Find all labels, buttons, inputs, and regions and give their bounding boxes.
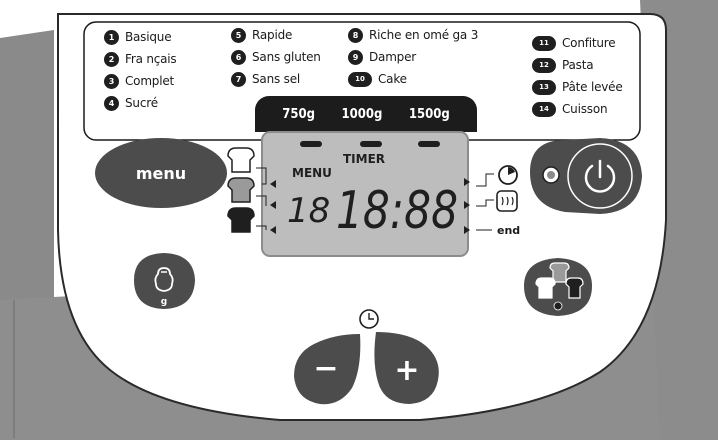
program-number-badge: 12 (532, 57, 556, 73)
lcd-arrow-right-1 (464, 178, 470, 186)
program-label: Sucré (125, 96, 158, 110)
program-column-3: 8 Riche en omé ga 3 9 Damper 10 Cake (348, 24, 478, 90)
program-item-13: 13 Pâte levée (532, 76, 623, 98)
lcd-arrow-left-2 (270, 201, 276, 209)
program-label: Pasta (562, 58, 594, 72)
plus-button-label: + (394, 353, 419, 388)
program-number-badge: 4 (104, 95, 119, 111)
plus-button-shape: + (374, 332, 439, 404)
program-label: Basique (125, 30, 172, 44)
lcd-time-digits: 18:88 (336, 181, 458, 241)
weight-selector-bar: 750g 1000g 1500g (255, 96, 477, 132)
crust-color-icon (535, 262, 584, 311)
minus-button-label: − (313, 351, 338, 386)
menu-button-shape (95, 138, 227, 208)
program-label: Riche en omé ga 3 (369, 28, 479, 42)
program-item-4: 4 Sucré (104, 92, 176, 114)
program-item-2: 2 Fra nçais (104, 48, 177, 70)
program-column-2: 5 Rapide 6 Sans gluten 7 Sans sel (231, 24, 321, 90)
lcd-menu-label: MENU (292, 166, 332, 180)
program-item-14: 14 Cuisson (532, 98, 623, 120)
program-number-badge: 14 (532, 101, 556, 117)
toast-warm-icon (496, 190, 518, 212)
program-item-6: 6 Sans gluten (231, 46, 321, 68)
crust-medium-icon (227, 177, 267, 206)
program-label: Sans gluten (252, 50, 321, 64)
program-item-7: 7 Sans sel (231, 68, 321, 90)
program-column-4: 11 Confiture 12 Pasta 13 Pâte levée 14 Cuisson (532, 32, 623, 120)
program-label: Cuisson (562, 102, 608, 116)
timer-indicator-icon (498, 165, 518, 185)
program-item-9: 9 Damper (348, 46, 478, 68)
program-number-badge: 9 (348, 49, 363, 65)
plus-button[interactable]: + (370, 326, 444, 408)
crust-color-button[interactable] (520, 254, 596, 318)
lcd-arrow-right-3 (464, 226, 470, 234)
end-indicator-label: end (497, 224, 521, 237)
program-item-12: 12 Pasta (532, 54, 623, 76)
program-item-3: 3 Complet (104, 70, 176, 92)
program-number-badge: 5 (231, 27, 246, 43)
program-number-badge: 13 (532, 79, 556, 95)
weight-option-3: 1500g (408, 106, 450, 122)
program-column-1: 1 Basique 2 Fra nçais 3 Complet 4 Sucré (104, 26, 177, 114)
menu-button[interactable]: menu (94, 137, 228, 209)
program-label: Confiture (562, 36, 616, 50)
program-label: Rapide (252, 28, 293, 42)
program-item-8: 8 Riche en omé ga 3 (348, 24, 478, 46)
lcd-arrow-left-3 (270, 226, 276, 234)
program-label: Complet (125, 74, 175, 88)
weight-indicator-1 (300, 141, 322, 147)
program-number-badge: 11 (532, 35, 556, 51)
crust-light-icon (227, 147, 267, 185)
weight-option-2: 1000g (341, 106, 383, 122)
minus-button-shape: − (294, 334, 361, 405)
program-label: Fra nçais (125, 52, 177, 66)
weight-indicator-2 (360, 141, 382, 147)
lcd-arrow-right-2 (464, 201, 470, 209)
weight-icon (154, 267, 174, 292)
program-number-badge: 2 (104, 51, 119, 67)
lcd-timer-label: TIMER (343, 152, 385, 166)
program-item-10: 10 Cake (348, 68, 478, 90)
power-icon (584, 159, 616, 193)
program-label: Damper (369, 50, 417, 64)
minus-button[interactable]: − (290, 328, 366, 408)
program-label: Sans sel (252, 72, 301, 86)
lcd-arrow-left-1 (270, 180, 276, 188)
weight-button-shape: g (134, 253, 195, 309)
weight-indicator-3 (418, 141, 440, 147)
program-number-badge: 8 (348, 27, 363, 43)
weight-option-1: 750g (282, 106, 316, 122)
crust-dark-icon (227, 207, 267, 233)
program-label: Cake (378, 72, 407, 86)
program-number-badge: 1 (104, 29, 119, 45)
weight-button[interactable]: g (128, 250, 200, 312)
program-number-badge: 10 (348, 71, 372, 87)
crust-color-button-shape (524, 258, 592, 316)
program-label: Pâte levée (562, 80, 623, 94)
program-item-5: 5 Rapide (231, 24, 321, 46)
program-item-1: 1 Basique (104, 26, 176, 48)
weight-button-label: g (161, 297, 167, 307)
menu-button-label: menu (135, 163, 187, 183)
start-stop-button[interactable] (568, 144, 632, 208)
lcd-program-digits: 18 (287, 191, 330, 231)
program-number-badge: 7 (231, 71, 246, 87)
program-number-badge: 6 (231, 49, 246, 65)
program-item-11: 11 Confiture (532, 32, 623, 54)
program-number-badge: 3 (104, 73, 119, 89)
